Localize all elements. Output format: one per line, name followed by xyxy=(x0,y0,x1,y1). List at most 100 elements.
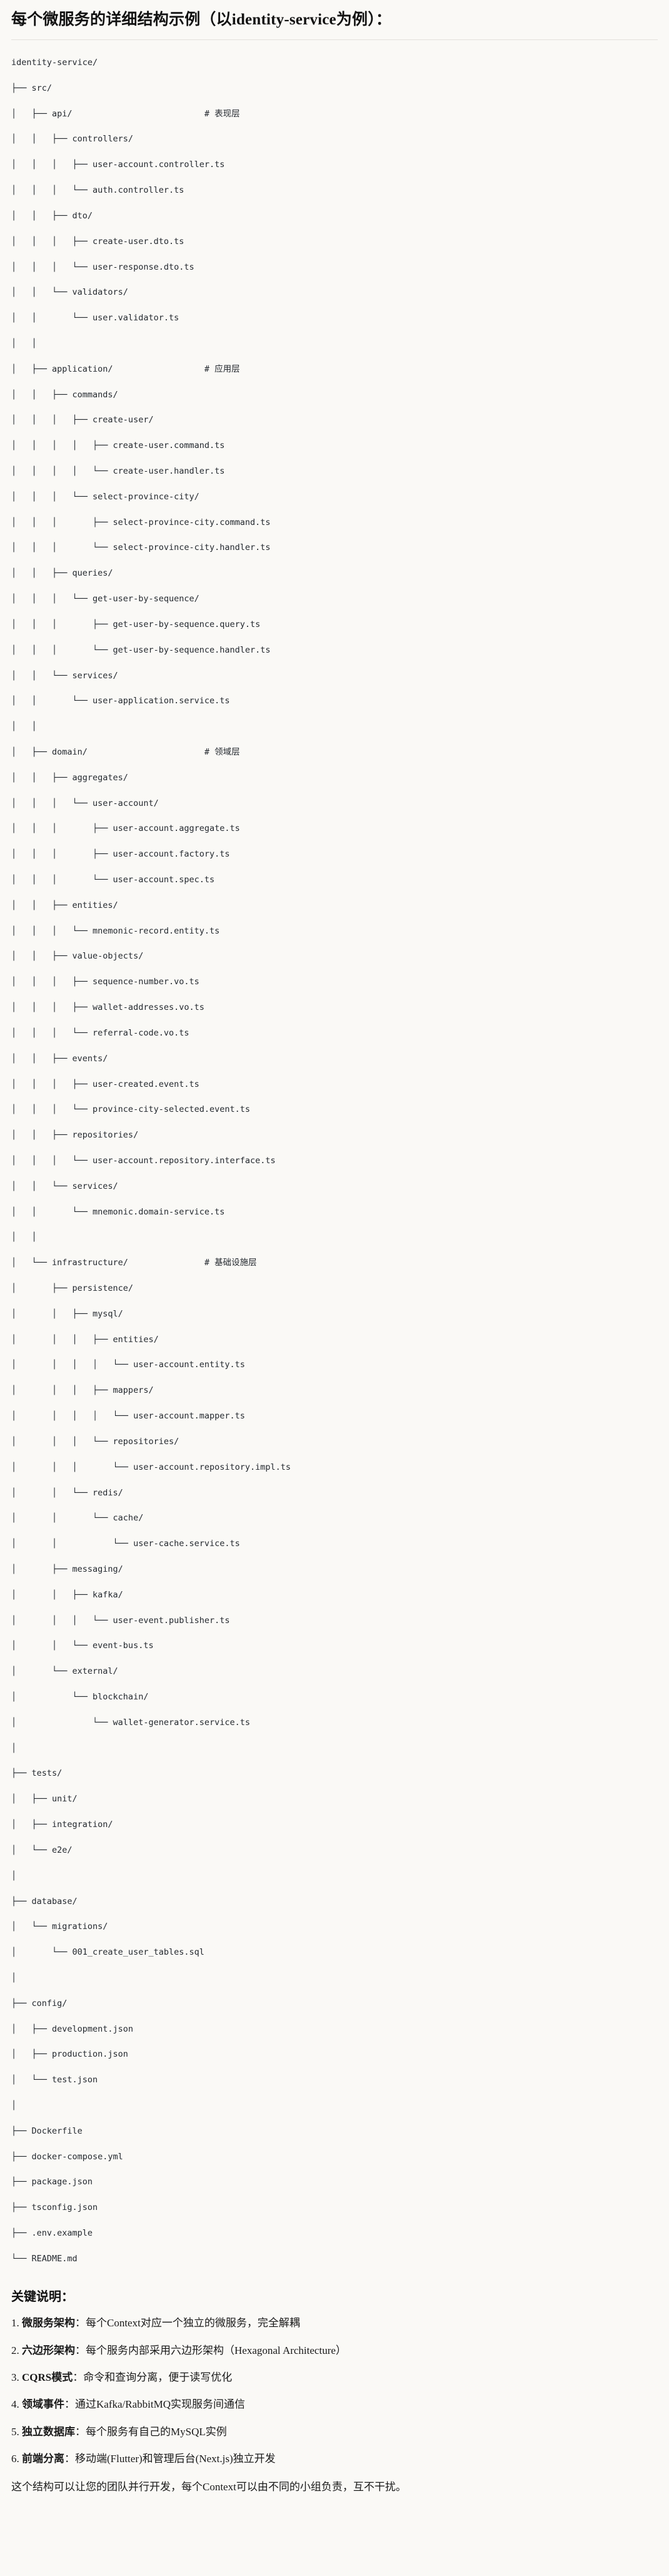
key-note-description: 每个服务内部采用六边形架构（Hexagonal Architecture） xyxy=(86,2344,346,2356)
tree-line: ├── tsconfig.json xyxy=(11,2202,98,2213)
tree-line: │ │ ├── dto/ xyxy=(11,210,93,221)
tree-line: │ │ │ └── repositories/ xyxy=(11,1436,179,1447)
tree-line: ├── Dockerfile xyxy=(11,2125,83,2136)
tree-line: └── README.md xyxy=(11,2253,78,2264)
tree-line: │ xyxy=(11,1743,17,1753)
tree-line: │ │ └── mnemonic.domain-service.ts xyxy=(11,1206,225,1217)
tree-line-comment: # 应用层 xyxy=(204,364,240,374)
key-note-number: 6. xyxy=(11,2453,22,2465)
tree-line-comment: # 领域层 xyxy=(204,746,240,757)
tree-line: │ │ ├── aggregates/ xyxy=(11,772,128,783)
tree-line: │ │ │ ├── sequence-number.vo.ts xyxy=(11,977,199,987)
tree-line: ├── package.json xyxy=(11,2177,93,2187)
key-note-term: 独立数据库 xyxy=(22,2425,75,2438)
tree-line: │ ├── production.json xyxy=(11,2049,128,2060)
tree-line: │ ├── unit/ xyxy=(11,1794,78,1805)
page-root: 每个微服务的详细结构示例（以identity-service为例）： ident… xyxy=(0,11,669,2509)
tree-line: │ │ ├── events/ xyxy=(11,1053,108,1064)
key-note-description: 通过Kafka/RabbitMQ实现服务间通信 xyxy=(75,2398,245,2411)
tree-line: │ ├── development.json xyxy=(11,2024,134,2034)
key-note-item: 3. CQRS模式：命令和查询分离，便于读写优化 xyxy=(11,2370,658,2386)
tree-line: identity-service/ xyxy=(11,58,98,68)
tree-line: │ │ │ └── select-province-city/ xyxy=(11,491,199,502)
tree-line-comment: # 表现层 xyxy=(204,108,240,119)
tree-line: │ │ ├── value-objects/ xyxy=(11,951,144,962)
tree-line: │ ├── messaging/ xyxy=(11,1564,123,1574)
key-note-term: 领域事件 xyxy=(22,2398,64,2411)
tree-line: │ │ │ ├── user-account.factory.ts xyxy=(11,849,230,860)
tree-line: │ │ ├── controllers/ xyxy=(11,134,134,145)
tree-line: │ └── migrations/ xyxy=(11,1922,108,1932)
tree-line: ├── tests/ xyxy=(11,1768,63,1779)
tree-line: │ │ │ └── get-user-by-sequence/ xyxy=(11,594,199,604)
key-note-term: 六边形架构 xyxy=(22,2344,75,2356)
tree-line: │ xyxy=(11,1972,17,1983)
tree-line: │ │ │ │ ├── create-user.command.ts xyxy=(11,440,225,451)
heading-divider xyxy=(11,39,658,40)
tree-line: │ └── blockchain/ xyxy=(11,1692,149,1702)
tree-line: │ │ │ └── referral-code.vo.ts xyxy=(11,1027,189,1038)
tree-line: │ │ │ ├── user-created.event.ts xyxy=(11,1079,199,1089)
key-note-description: 命令和查询分离，便于读写优化 xyxy=(83,2371,233,2383)
tree-line: │ │ ├── kafka/ xyxy=(11,1589,123,1600)
key-note-colon: ： xyxy=(64,2453,75,2465)
tree-line: │ └── external/ xyxy=(11,1666,118,1677)
tree-line: │ │ │ ├── get-user-by-sequence.query.ts xyxy=(11,619,261,629)
tree-line: │ │ │ ├── user-account.aggregate.ts xyxy=(11,823,240,834)
tree-line: ├── docker-compose.yml xyxy=(11,2151,123,2162)
key-note-colon: ： xyxy=(64,2398,75,2411)
tree-line: │ │ └── event-bus.ts xyxy=(11,1641,154,1651)
tree-line: │ ├── application/ # 应用层 xyxy=(11,364,240,374)
key-note-term: 微服务架构 xyxy=(22,2317,75,2329)
tree-line: │ │ │ └── user-event.publisher.ts xyxy=(11,1615,230,1626)
tree-line: ├── config/ xyxy=(11,1998,68,2008)
tree-line: │ │ │ ├── user-account.controller.ts xyxy=(11,160,225,170)
key-note-colon: ： xyxy=(75,2425,86,2438)
tree-line: │ │ │ └── user-account.repository.impl.t… xyxy=(11,1462,291,1472)
tree-line: │ │ │ │ └── user-account.mapper.ts xyxy=(11,1411,245,1422)
tree-line: │ │ │ ├── entities/ xyxy=(11,1334,159,1345)
tree-line: │ xyxy=(11,2100,17,2110)
tree-line: │ └── 001_create_user_tables.sql xyxy=(11,1947,204,1958)
tree-line: │ │ │ └── user-account.spec.ts xyxy=(11,875,215,885)
tree-line: │ │ │ └── user-account.repository.interf… xyxy=(11,1155,276,1166)
tree-line: │ ├── integration/ xyxy=(11,1820,113,1830)
key-note-colon: ： xyxy=(75,2317,86,2329)
tree-line: │ xyxy=(11,1870,17,1881)
tree-line: │ │ │ └── auth.controller.ts xyxy=(11,185,184,196)
tree-line: │ │ ├── commands/ xyxy=(11,389,118,400)
tree-line: │ │ xyxy=(11,1232,37,1243)
tree-line: │ │ │ └── mnemonic-record.entity.ts xyxy=(11,925,220,936)
tree-line: │ │ xyxy=(11,721,37,732)
tree-line: │ │ │ └── get-user-by-sequence.handler.t… xyxy=(11,644,271,655)
tree-line: │ │ └── cache/ xyxy=(11,1513,144,1524)
tree-line: │ │ └── services/ xyxy=(11,1181,118,1191)
key-note-number: 2. xyxy=(11,2344,22,2356)
tree-line: │ │ │ └── user-response.dto.ts xyxy=(11,262,194,272)
key-note-description: 每个服务有自己的MySQL实例 xyxy=(86,2425,227,2438)
key-note-colon: ： xyxy=(75,2344,86,2356)
tree-line: │ ├── domain/ # 领域层 xyxy=(11,746,240,757)
key-note-number: 4. xyxy=(11,2398,22,2411)
key-note-number: 1. xyxy=(11,2317,22,2329)
tree-line: ├── .env.example xyxy=(11,2228,93,2239)
tree-line: │ │ │ ├── select-province-city.command.t… xyxy=(11,517,271,527)
tree-line-comment: # 基础设施层 xyxy=(204,1258,257,1268)
tree-line: │ │ ├── repositories/ xyxy=(11,1130,139,1141)
tree-line: │ └── wallet-generator.service.ts xyxy=(11,1717,251,1728)
key-note-item: 5. 独立数据库：每个服务有自己的MySQL实例 xyxy=(11,2424,658,2440)
key-note-number: 3. xyxy=(11,2371,22,2383)
key-note-item: 4. 领域事件：通过Kafka/RabbitMQ实现服务间通信 xyxy=(11,2396,658,2413)
tree-line: │ │ ├── queries/ xyxy=(11,568,113,579)
tree-line: │ └── e2e/ xyxy=(11,1845,73,1855)
page-title: 每个微服务的详细结构示例（以identity-service为例）： xyxy=(11,11,392,28)
directory-tree-code-block: identity-service/ ├── src/ │ ├── api/ # … xyxy=(0,40,669,2282)
tree-line: │ │ │ ├── create-user/ xyxy=(11,415,154,425)
tree-line: │ │ │ │ └── user-account.entity.ts xyxy=(11,1360,245,1370)
tree-line: ├── src/ xyxy=(11,83,53,93)
tree-line: │ │ └── validators/ xyxy=(11,287,128,298)
tree-line: │ │ xyxy=(11,338,37,349)
key-note-term: CQRS模式 xyxy=(22,2371,73,2383)
tree-line: │ │ │ └── province-city-selected.event.t… xyxy=(11,1104,251,1115)
